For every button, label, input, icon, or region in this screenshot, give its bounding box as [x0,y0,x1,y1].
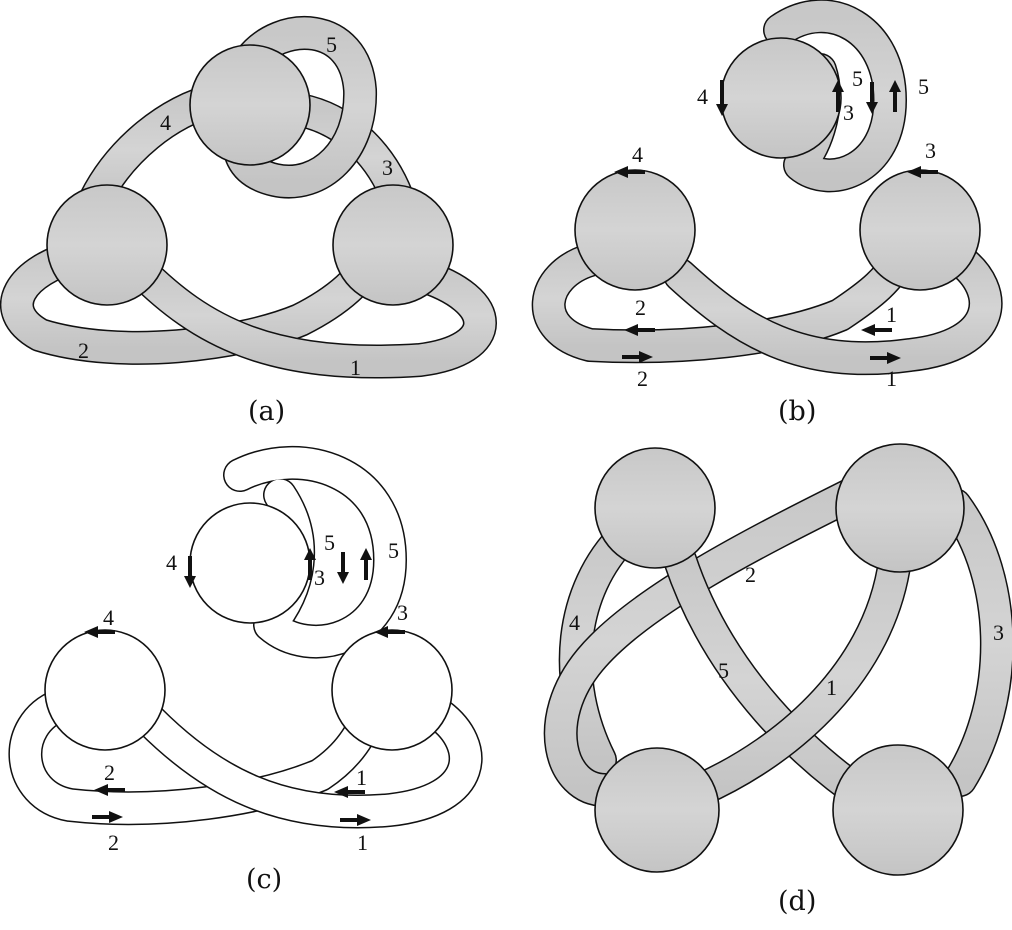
disk [332,184,454,306]
disk [189,502,311,624]
edge-label: 2 [637,366,648,391]
edge-label: 1 [350,355,361,380]
panel-caption: (d) [778,886,816,917]
edge-label: 2 [745,562,756,587]
disk [331,629,453,751]
disk [574,169,696,291]
edge-label: 3 [993,620,1004,645]
panel-caption: (a) [248,396,285,427]
edge-label: 1 [886,366,897,391]
disk [859,169,981,291]
edge-label: 4 [166,550,177,575]
edge-label: 1 [886,302,897,327]
panel-d: 1 2 3 4 5 (d) [543,443,1012,917]
disk [720,37,842,159]
edge-label: 4 [697,84,708,109]
edge-label: 5 [918,74,929,99]
edge-label: 3 [382,155,393,180]
disk [189,44,311,166]
edge-label: 1 [356,765,367,790]
edge-label: 5 [326,32,337,57]
panel-b: 1 1 2 2 3 3 4 4 5 5 (b) [531,0,1003,427]
edge-label: 4 [569,610,580,635]
edge-label: 3 [843,100,854,125]
edge-label: 3 [314,565,325,590]
edge-label: 2 [104,760,115,785]
panel-caption: (b) [778,396,816,427]
edge-label: 4 [632,142,643,167]
edge-label: 1 [826,675,837,700]
edge-label: 3 [397,600,408,625]
arrow-marks [614,80,938,364]
disk [832,744,964,876]
edge-label: 3 [925,138,936,163]
arrow-marks [84,548,405,826]
edge-label: 2 [78,338,89,363]
panel-c: 1 1 2 2 3 3 4 4 5 5 (c) [8,445,483,895]
edge-label: 5 [324,530,335,555]
edge-label: 2 [108,830,119,855]
disk [594,747,720,873]
edge-label: 1 [357,830,368,855]
disk [835,443,965,573]
panel-caption: (c) [246,864,282,895]
edge-label: 4 [160,110,171,135]
disk [46,184,168,306]
panel-a: 1 2 3 4 5 (a) [0,16,497,427]
edge-label: 4 [103,605,114,630]
edge-label: 2 [635,295,646,320]
disk [594,447,716,569]
edge-label: 5 [388,538,399,563]
edge-label: 5 [852,66,863,91]
disk [44,629,166,751]
edge-label: 5 [718,658,729,683]
